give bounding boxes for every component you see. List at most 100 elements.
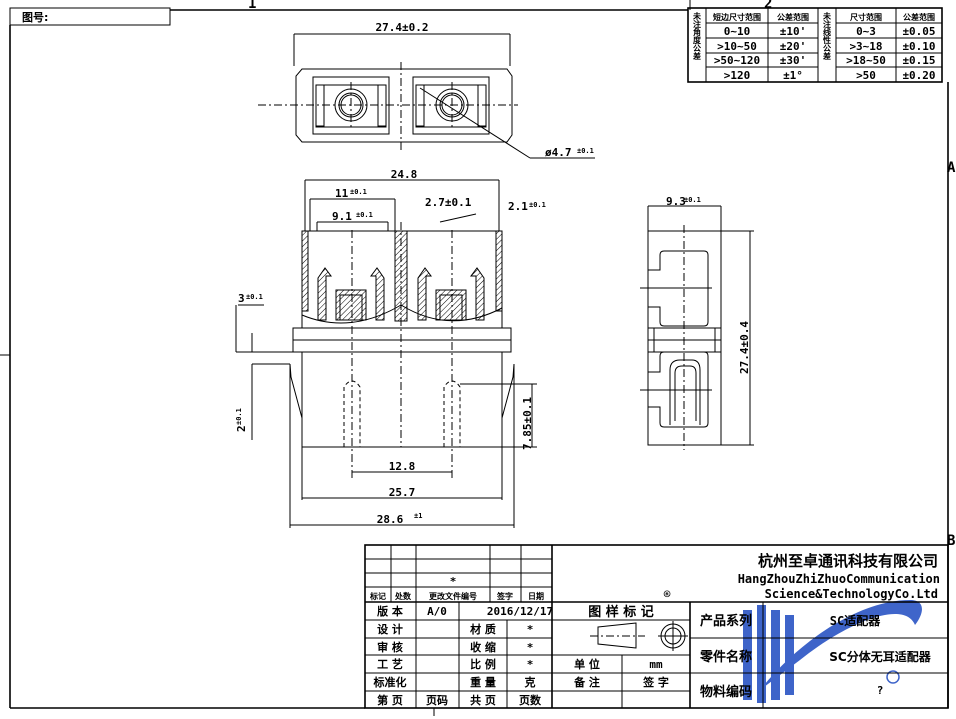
zone-2: 2 [764, 0, 772, 12]
label: 图 样 标 记 [588, 604, 654, 620]
table-cell: ±0.05 [902, 25, 935, 38]
table-cell: ±30' [780, 54, 807, 67]
dim-7-85: 7.85±0.1 [521, 397, 534, 450]
dim-2-tol: ±0.1 [235, 408, 243, 425]
dim-3-tol: ±0.1 [246, 293, 263, 301]
table-cell: >18~50 [846, 54, 886, 67]
dim-24-8: 24.8 [391, 168, 418, 181]
dim-2: 2 [235, 425, 248, 432]
table-cell: ±20' [780, 40, 807, 53]
dim-28-6-tol: ±1 [414, 512, 422, 520]
registered-mark: ® [664, 588, 671, 601]
label: 单 位 [574, 657, 600, 671]
title-block-cells: 版 本 A/0 2016/12/17 设 计 审 核 工 艺 标准化 第 页 页… [373, 604, 932, 707]
tolerance-rows: 0~10 ±10' >10~50 ±20' >50~120 ±30' >120 … [714, 25, 936, 82]
dim-11-tol: ±0.1 [350, 188, 367, 196]
dim-11: 11 [335, 187, 349, 200]
series-value: SC适配器 [830, 613, 881, 628]
material-value: * [527, 623, 534, 636]
table-cell: 0~10 [724, 25, 751, 38]
company-name-en-1: HangZhouZhiZhuoCommunication [738, 572, 940, 586]
version-value: A/0 [427, 605, 447, 618]
label: 标准化 [373, 675, 407, 689]
table-cell: ±0.10 [902, 40, 935, 53]
revision-header: 签字 [496, 591, 513, 601]
table-cell: 0~3 [856, 25, 876, 38]
table-header: 尺寸范围 [850, 12, 882, 22]
drawing-number-label: 图号: [22, 11, 48, 24]
revision-header: 日期 [528, 591, 544, 601]
label: 第 页 [377, 693, 403, 707]
part-name-value: SC分体无耳适配器 [829, 649, 931, 664]
material-code-value: ? [877, 684, 884, 697]
table-cell: >50 [856, 69, 876, 82]
dim-bore-diameter: ø4.7 [545, 146, 572, 159]
company-logo [743, 600, 922, 703]
dim-3: 3 [238, 292, 245, 305]
label: 材 质 [470, 622, 496, 636]
dim-25-7: 25.7 [389, 486, 416, 499]
table-header: 短边尺寸范围 [713, 12, 761, 22]
scale-value: * [527, 658, 534, 671]
label: 备 注 [573, 675, 600, 689]
table-cell: ±1° [783, 69, 803, 82]
drawing-frame [0, 0, 949, 709]
label: 共 页 [470, 693, 496, 707]
label: 物料编码 [700, 684, 752, 700]
dim-side-height: 27.4±0.4 [738, 321, 751, 374]
total-value: 页数 [519, 693, 542, 707]
revision-header: 更改文件编号 [429, 591, 477, 601]
label: 签 字 [642, 675, 669, 689]
section-view [235, 179, 537, 528]
shrink-value: * [527, 641, 534, 654]
dim-side-width-tol: ±0.1 [684, 196, 701, 204]
title-block [364, 544, 949, 716]
zone-a: A [947, 160, 956, 176]
label: 比 例 [470, 657, 496, 671]
revision-header: 标记 [369, 591, 386, 601]
weight-unit: 克 [525, 675, 536, 689]
label: 产品系列 [700, 613, 752, 629]
revision-headers: 标记 处数 更改文件编号 签字 日期 * [369, 575, 544, 601]
linear-tolerance-title: 未注线性公差 [823, 11, 832, 60]
label: 重 量 [470, 675, 496, 689]
company-name-en-2: Science&TechnologyCo.Ltd [765, 587, 938, 601]
page-value: 页码 [426, 694, 448, 707]
dim-2-1: 2.1 [508, 200, 528, 213]
table-header: 公差范围 [903, 12, 935, 22]
table-header: 公差范围 [777, 12, 809, 22]
front-view [258, 33, 595, 159]
dim-bore-tol: ±0.1 [577, 147, 594, 155]
dim-2-1-tol: ±0.1 [529, 201, 546, 209]
unit-value: mm [649, 658, 663, 671]
dim-12-8: 12.8 [389, 460, 416, 473]
label: 零件名称 [699, 649, 752, 665]
dim-2-7: 2.7±0.1 [425, 196, 472, 209]
table-cell: ±0.20 [902, 69, 935, 82]
table-cell: ±0.15 [902, 54, 935, 67]
dim-9-1-tol: ±0.1 [356, 211, 373, 219]
label: 设 计 [377, 622, 403, 636]
table-cell: >10~50 [717, 40, 757, 53]
date-value: 2016/12/17 [487, 605, 553, 618]
table-cell: >120 [724, 69, 751, 82]
revision-mark: * [450, 575, 457, 588]
table-cell: >3~18 [849, 40, 882, 53]
label: 审 核 [377, 640, 403, 654]
dim-9-1: 9.1 [332, 210, 352, 223]
label: 工 艺 [377, 657, 403, 671]
side-view [640, 205, 754, 450]
tolerance-table [687, 7, 943, 83]
company-name-cn: 杭州至卓通讯科技有限公司 [758, 552, 938, 570]
zone-b: B [947, 533, 955, 549]
revision-header: 处数 [394, 591, 412, 601]
angle-tolerance-title: 未注角度公差 [692, 11, 702, 60]
label: 版 本 [377, 604, 403, 618]
table-cell: ±10' [780, 25, 807, 38]
dim-28-6: 28.6 [377, 513, 404, 526]
zone-1: 1 [248, 0, 256, 12]
dim-front-width: 27.4±0.2 [376, 21, 429, 34]
dim-side-width: 9.3 [666, 195, 686, 208]
label: 收 缩 [470, 640, 496, 654]
